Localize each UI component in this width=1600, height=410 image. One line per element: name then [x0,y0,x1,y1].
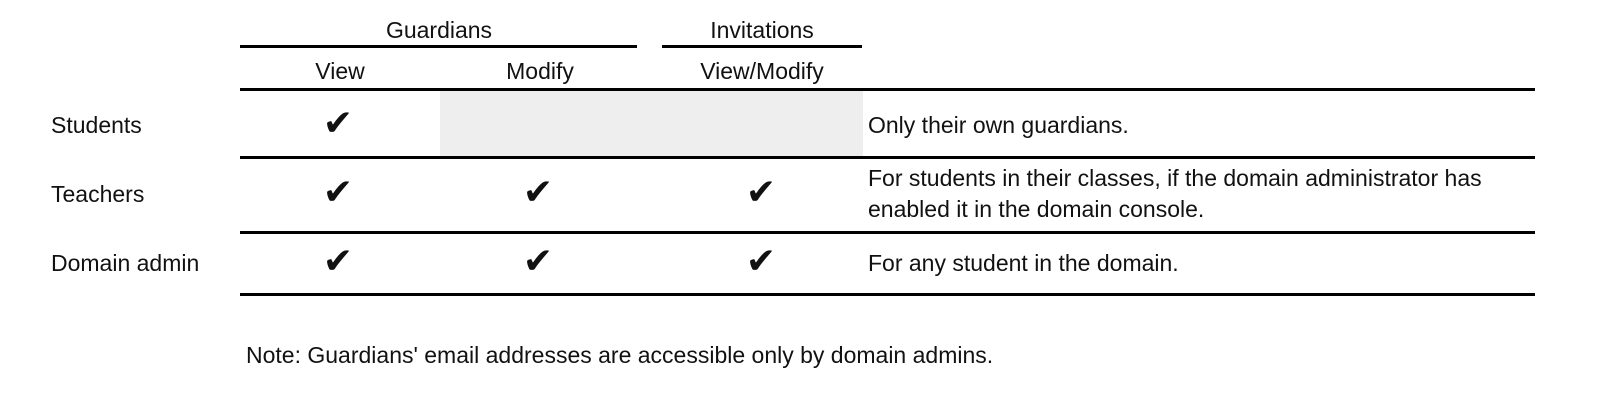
check-icon-domain-admin-invitations: ✔ [745,241,777,282]
cell-shaded-students-modify-invitations [440,91,863,156]
table-rule-after-teachers [240,231,1535,234]
table-rule-bottom [240,293,1535,296]
row-description-teachers: For students in their classes, if the do… [868,165,1482,222]
column-header-modify: Modify [506,58,574,84]
check-icon-domain-admin-view: ✔ [322,241,354,282]
row-description-students: Only their own guardians. [868,112,1129,138]
check-icon-teachers-invitations: ✔ [745,172,777,213]
row-description-domain-admin: For any student in the domain. [868,250,1179,276]
group-rule-guardians [240,45,637,48]
row-label-teachers: Teachers [51,181,145,207]
check-icon-students-view: ✔ [322,103,354,144]
column-header-view-modify: View/Modify [700,58,824,84]
row-label-domain-admin: Domain admin [51,250,200,276]
row-label-students: Students [51,112,142,138]
check-icon-domain-admin-modify: ✔ [522,241,554,282]
table-rule-top [240,88,1535,91]
figure-note: Note: Guardians' email addresses are acc… [246,342,994,368]
column-group-label-guardians: Guardians [385,17,493,43]
check-icon-teachers-view: ✔ [322,172,354,213]
group-rule-invitations [662,45,862,48]
table-rule-after-students [240,156,1535,159]
column-group-label-invitations: Invitations [710,17,814,43]
check-icon-teachers-modify: ✔ [522,172,554,213]
column-header-view: View [315,58,365,84]
